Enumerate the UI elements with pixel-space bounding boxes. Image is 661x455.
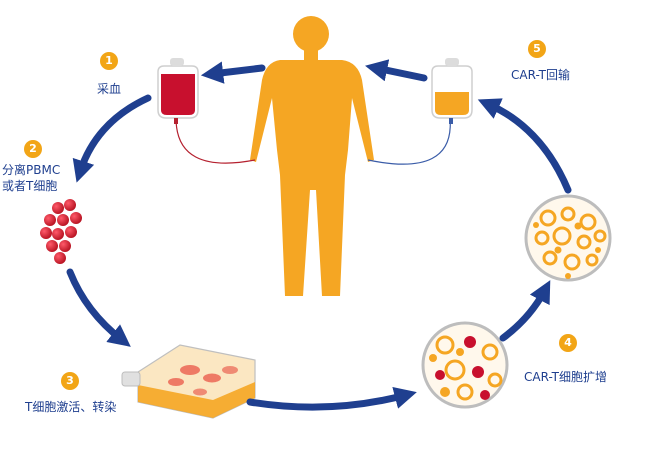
step-1-badge: 1 (100, 52, 118, 70)
culture-flask-icon (121, 344, 256, 419)
step-3-badge: 3 (61, 372, 79, 390)
step-2-label-line1: 分离PBMC (2, 163, 61, 177)
step-4-badge: 4 (559, 334, 577, 352)
arrow-dish-to-infusionbag (477, 98, 572, 194)
infusion-bag-icon (431, 58, 473, 124)
step-2-label-line2: 或者T细胞 (2, 179, 58, 193)
step-2-badge: 2 (24, 140, 42, 158)
step-1-label: 采血 (97, 82, 122, 96)
cell-dish-full-icon (524, 194, 612, 282)
blood-bag-icon (157, 58, 199, 124)
step-3-label: T细胞激活、转染 (25, 400, 117, 414)
arrow-body-to-bloodbag (200, 61, 266, 84)
step-4-label: CAR-T细胞扩增 (524, 370, 607, 384)
human-figure-icon (250, 16, 374, 296)
infusion-tube (367, 117, 451, 165)
cell-cluster-icon (40, 199, 82, 264)
arrow-infusionbag-to-body (365, 59, 428, 82)
cell-dish-expansion-icon (421, 321, 509, 409)
step-5-badge: 5 (528, 40, 546, 58)
arrow-cells-to-flask (66, 268, 131, 347)
arrow-dish-to-dish (499, 280, 551, 342)
arrow-bloodbag-to-cells (72, 94, 152, 183)
step-5-label: CAR-T回输 (511, 68, 570, 82)
blood-draw-tube (175, 117, 256, 164)
arrow-flask-to-dish (246, 387, 417, 411)
